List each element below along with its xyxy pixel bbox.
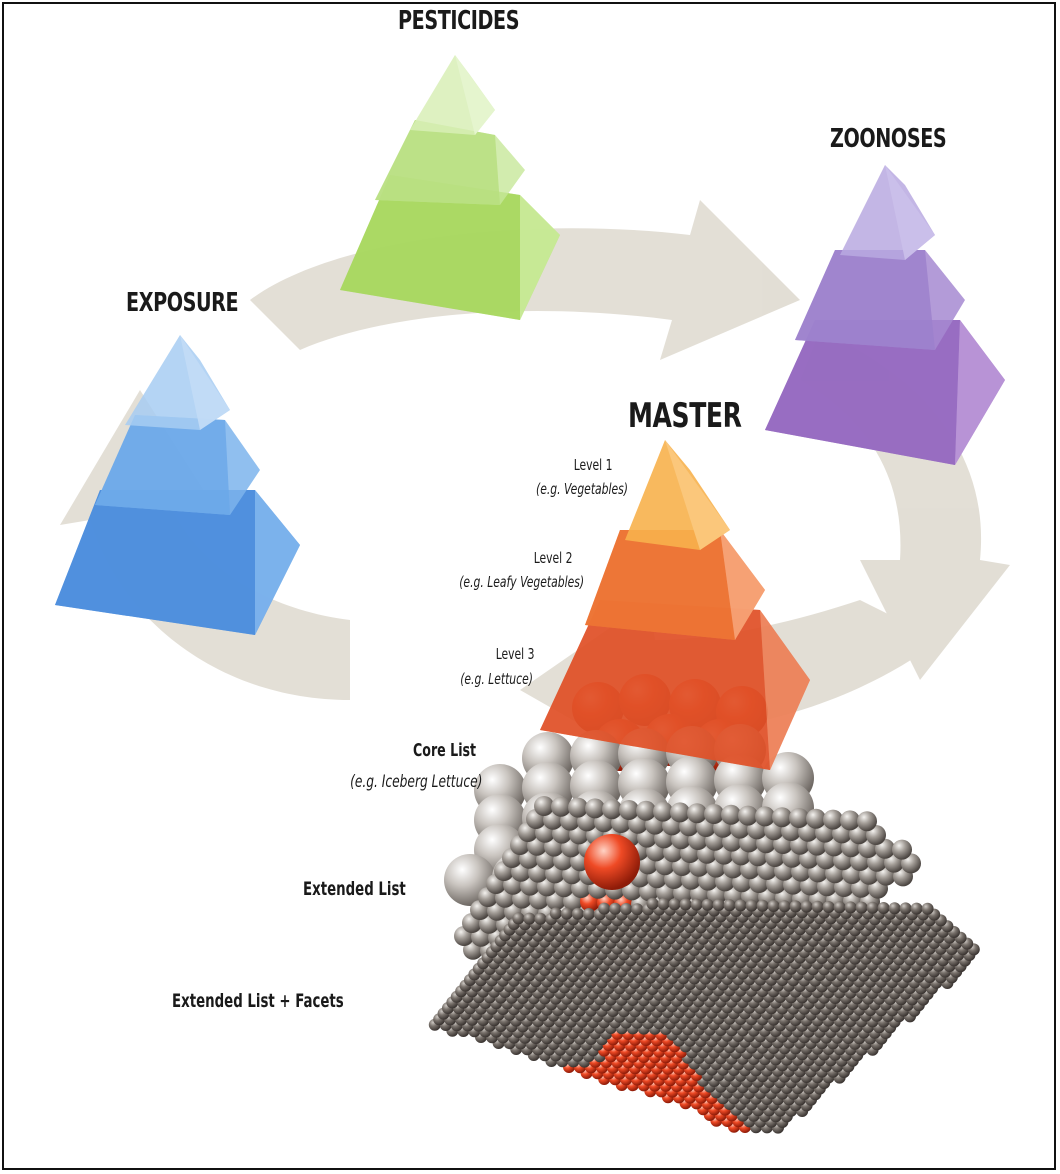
level-3-example: (e.g. Lettuce) [460, 670, 533, 688]
core-list-example: (e.g. Iceberg Lettuce) [349, 772, 482, 792]
extended-sphere [823, 809, 843, 830]
facet-sphere [701, 898, 714, 911]
facet-sphere [723, 899, 736, 912]
exposure-title: EXPOSURE [126, 288, 239, 318]
facet-sphere [679, 898, 692, 911]
extended-facets-label: Extended List + Facets [172, 990, 344, 1012]
level-1-example: (e.g. Vegetables) [535, 480, 628, 498]
extended-sphere [687, 803, 707, 824]
extended-sphere [670, 802, 690, 823]
extended-sphere [840, 810, 860, 831]
facet-sphere [523, 912, 536, 925]
extended-sphere [857, 811, 877, 832]
facet-sphere [811, 900, 824, 913]
facet-sphere [822, 901, 835, 913]
facet-sphere [598, 902, 611, 915]
facet-sphere [534, 912, 547, 925]
level-1-name: Level 1 [573, 456, 612, 474]
level-2-example: (e.g. Leafy Vegetables) [459, 573, 584, 591]
facet-sphere [734, 899, 747, 912]
facet-sphere [609, 902, 622, 915]
facet-sphere [646, 897, 659, 910]
extended-sphere [738, 805, 758, 826]
core-highlight-sphere [584, 834, 640, 890]
facet-sphere [789, 900, 802, 913]
core-list-label: Core List [413, 740, 477, 761]
pesticides-title: PESTICIDES [398, 6, 520, 36]
extended-sphere [568, 797, 588, 818]
extended-sphere [585, 798, 605, 819]
facet-sphere [560, 907, 573, 920]
facet-sphere [855, 901, 868, 914]
level-3-name: Level 3 [495, 645, 534, 663]
extended-sphere [636, 800, 656, 821]
facet-sphere [921, 902, 934, 915]
facet-sphere [756, 899, 769, 912]
facet-sphere [668, 898, 681, 911]
facet-sphere [582, 908, 595, 920]
facet-sphere [866, 901, 879, 914]
extended-sphere [551, 796, 571, 817]
extended-sphere [534, 796, 554, 816]
facet-sphere [571, 907, 584, 920]
extended-sphere [653, 801, 673, 822]
extended-sphere [602, 799, 622, 820]
facet-sphere [888, 902, 901, 915]
master-pyramid [540, 440, 810, 770]
zoonoses-pyramid [765, 165, 1005, 465]
facet-sphere [512, 912, 525, 925]
pesticides-pyramid [340, 55, 560, 320]
facet-sphere [877, 902, 890, 914]
facets-spheres [428, 897, 980, 1134]
facet-sphere [844, 901, 857, 914]
facet-sphere [778, 900, 791, 913]
zoonoses-title: ZOONOSES [830, 124, 947, 154]
facet-sphere [657, 898, 670, 910]
facet-sphere [833, 901, 846, 914]
extended-sphere [772, 807, 792, 828]
extended-sphere [704, 804, 724, 824]
facet-sphere [620, 903, 633, 915]
extended-sphere [755, 806, 775, 827]
facet-sphere [712, 899, 725, 911]
facet-sphere [800, 900, 813, 913]
master-title: MASTER [628, 396, 742, 436]
facet-sphere [631, 903, 644, 916]
extended-sphere [806, 808, 826, 829]
extended-list-label: Extended List [303, 878, 406, 900]
facet-sphere [690, 898, 703, 911]
facet-sphere [899, 902, 912, 915]
extended-sphere [619, 800, 639, 820]
extended-sphere [789, 808, 809, 828]
facet-sphere [549, 907, 562, 920]
level-2-name: Level 2 [533, 549, 572, 567]
extended-sphere [721, 804, 741, 825]
exposure-pyramid [55, 335, 300, 635]
facet-sphere [745, 899, 758, 912]
facet-sphere [767, 900, 780, 912]
facet-sphere [910, 902, 923, 915]
extended-sphere [892, 839, 912, 860]
